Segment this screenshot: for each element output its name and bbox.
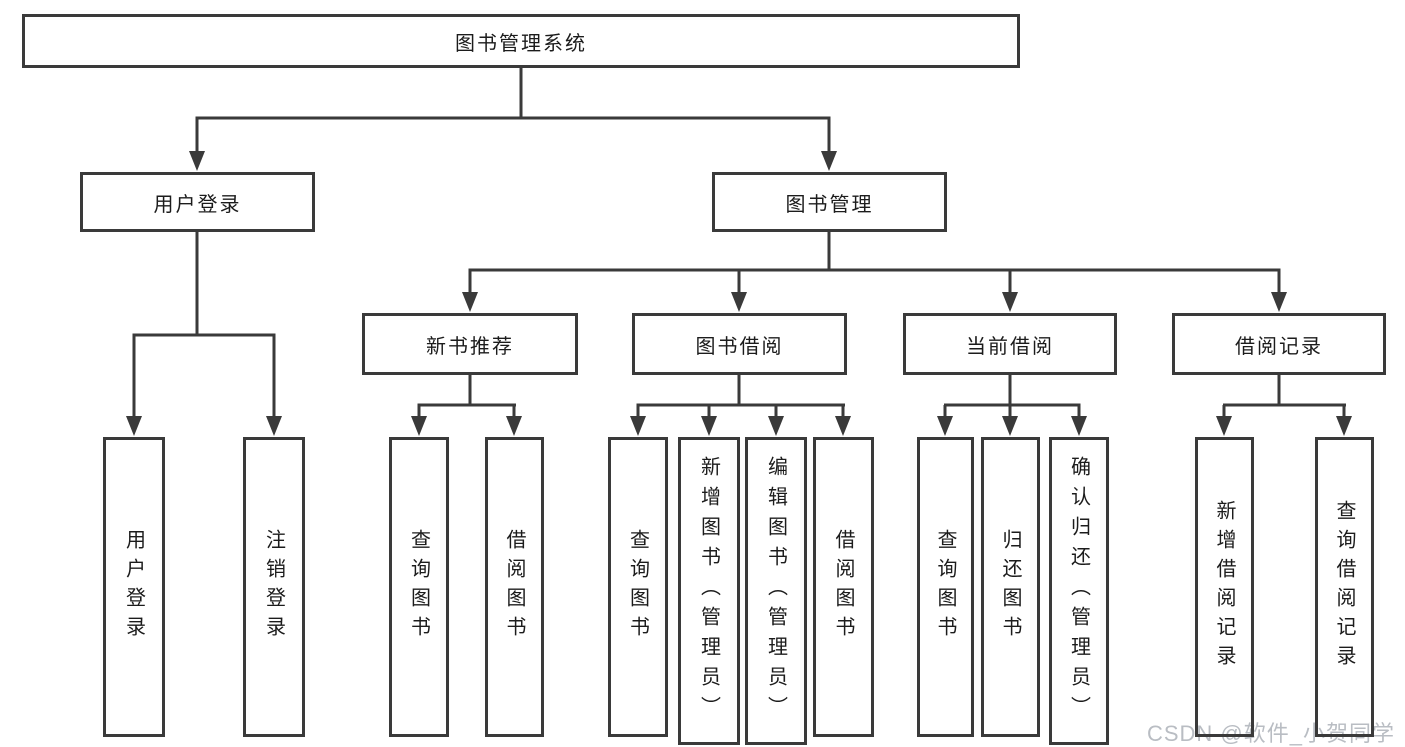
connector-recommend-to-leaves xyxy=(411,375,522,436)
leaf-confirm-return-admin: 确认归还（管理员） xyxy=(1049,437,1109,745)
leaf-query-books-borrow: 查询图书 xyxy=(608,437,668,737)
leaf-user-login-label: 用户登录 xyxy=(122,529,145,645)
leaf-query-borrow-record: 查询借阅记录 xyxy=(1315,437,1374,737)
connector-root-to-level2 xyxy=(189,68,837,171)
leaf-borrow-books-recommend: 借阅图书 xyxy=(485,437,544,737)
node-borrow-records: 借阅记录 xyxy=(1172,313,1386,375)
node-book-borrow-label: 图书借阅 xyxy=(695,335,784,358)
leaf-return-books-label: 归还图书 xyxy=(999,529,1021,645)
node-user-login-label: 用户登录 xyxy=(153,193,242,216)
leaf-borrow-books-borrow: 借阅图书 xyxy=(813,437,874,737)
leaf-logout: 注销登录 xyxy=(243,437,305,737)
leaf-logout-label: 注销登录 xyxy=(262,529,285,645)
node-current-borrow: 当前借阅 xyxy=(903,313,1117,375)
leaf-edit-books-admin-label: 编辑图书（管理员） xyxy=(764,456,787,726)
node-current-borrow-label: 当前借阅 xyxy=(966,335,1054,358)
node-new-book-recommend-label: 新书推荐 xyxy=(426,335,514,358)
node-user-login: 用户登录 xyxy=(80,172,315,232)
leaf-borrow-books-recommend-label: 借阅图书 xyxy=(503,529,525,645)
node-borrow-records-label: 借阅记录 xyxy=(1235,335,1323,358)
connector-records-to-leaves xyxy=(1216,375,1352,436)
leaf-edit-books-admin: 编辑图书（管理员） xyxy=(745,437,807,745)
leaf-user-login: 用户登录 xyxy=(103,437,165,737)
leaf-return-books: 归还图书 xyxy=(981,437,1040,737)
node-new-book-recommend: 新书推荐 xyxy=(362,313,578,375)
leaf-add-books-admin: 新增图书（管理员） xyxy=(678,437,740,745)
leaf-add-borrow-record-label: 新增借阅记录 xyxy=(1213,500,1235,674)
connector-current-to-leaves xyxy=(937,375,1087,436)
node-book-borrow: 图书借阅 xyxy=(632,313,847,375)
csdn-watermark: CSDN @软件_小贺同学 xyxy=(1146,721,1395,746)
leaf-add-borrow-record: 新增借阅记录 xyxy=(1195,437,1254,737)
connector-borrow-to-leaves xyxy=(630,375,851,436)
node-root-label: 图书管理系统 xyxy=(455,32,587,55)
node-book-management-label: 图书管理 xyxy=(785,193,874,216)
leaf-query-books-recommend: 查询图书 xyxy=(389,437,449,737)
node-book-management: 图书管理 xyxy=(712,172,947,232)
leaf-add-books-admin-label: 新增图书（管理员） xyxy=(697,456,720,726)
connector-userlogin-to-leaves xyxy=(126,232,282,436)
leaf-confirm-return-admin-label: 确认归还（管理员） xyxy=(1067,456,1090,726)
leaf-query-books-current-label: 查询图书 xyxy=(934,529,956,645)
leaf-query-books-borrow-label: 查询图书 xyxy=(626,529,649,645)
connector-bookmgmt-to-level3 xyxy=(462,232,1287,312)
leaf-query-books-current: 查询图书 xyxy=(917,437,974,737)
node-root-system: 图书管理系统 xyxy=(22,14,1020,68)
leaf-query-books-recommend-label: 查询图书 xyxy=(407,529,430,645)
leaf-query-borrow-record-label: 查询借阅记录 xyxy=(1333,500,1355,674)
leaf-borrow-books-borrow-label: 借阅图书 xyxy=(832,529,854,645)
